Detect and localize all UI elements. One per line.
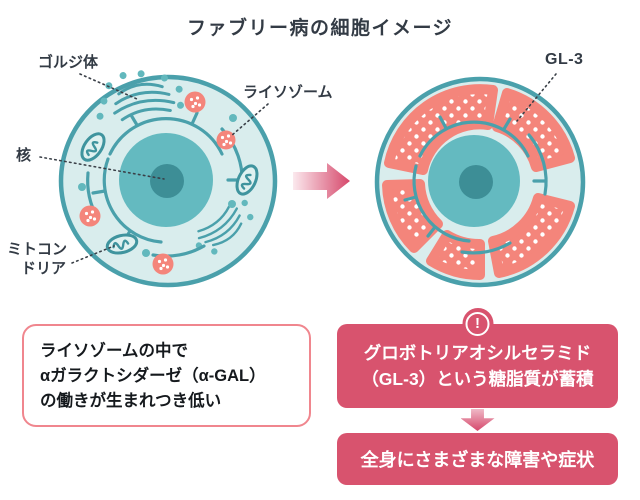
progression-arrow-icon [293, 163, 350, 199]
symptoms-box: 全身にさまざまな障害や症状 [337, 433, 618, 485]
golgi-label: ゴルジ体 [38, 54, 99, 71]
gl3-deposits [382, 84, 575, 280]
cell-diagram [39, 70, 586, 288]
endoplasmic-reticulum [86, 111, 244, 258]
lysosome [79, 205, 101, 227]
nucleus-leader-line [39, 156, 165, 180]
cause-note-box: ライソゾームの中で αガラクトシダーゼ（α-GAL） の働きが生まれつき低い [22, 324, 311, 427]
gl3-deposit [426, 230, 485, 280]
vesicle-dot [78, 183, 86, 191]
mitochondrion [80, 132, 106, 162]
gl3-leader-line [516, 73, 557, 122]
nucleus-label: 核 [16, 147, 32, 164]
mitochondria-label-line2: ドリア [21, 259, 67, 277]
vesicle-dot [142, 249, 150, 257]
lysosome [216, 130, 236, 150]
fabry-cell [374, 76, 586, 288]
accumulation-line2: （GL-3）という糖脂質が蓄積 [361, 369, 594, 389]
result-flow: ! グロボトリアオシルセラミド （GL-3）という糖脂質が蓄積 全身にさまざまな… [337, 308, 618, 485]
nucleolus [150, 164, 184, 198]
lysosome [184, 91, 206, 113]
mitochondria-label-line1: ミトコン [7, 241, 68, 258]
cause-note-line1: ライソゾームの中で [40, 342, 189, 360]
alert-icon: ! [462, 308, 493, 339]
down-arrow-icon [460, 409, 495, 431]
lysosome [152, 253, 174, 275]
gl3-label: GL-3 [545, 51, 584, 68]
gl3-deposit [382, 179, 443, 253]
gl3-deposit [488, 193, 575, 278]
cause-note-line2: αガラクトシダーゼ（α-GAL） [40, 366, 266, 385]
endoplasmic-reticulum [403, 115, 548, 255]
vesicle-dot [229, 114, 237, 122]
golgi-apparatus [195, 199, 254, 255]
mitochondrion [235, 164, 259, 196]
golgi-apparatus [96, 70, 185, 122]
vesicle-dot [228, 200, 236, 208]
mitochondria-label: ミトコン ドリア [7, 241, 67, 279]
nucleolus [459, 165, 493, 199]
normal-cell [58, 70, 278, 288]
lysosome-leader-line [230, 103, 269, 137]
lysosome-label: ライソゾーム [243, 84, 333, 101]
accumulation-box: ! グロボトリアオシルセラミド （GL-3）という糖脂質が蓄積 [337, 308, 618, 408]
gl3-deposit [384, 84, 498, 175]
cause-note-line3: の働きが生まれつき低い [40, 391, 222, 410]
golgi-leader-line [79, 73, 138, 100]
alert-exclamation: ! [465, 311, 490, 336]
accumulation-line1: グロボトリアオシルセラミド [363, 342, 592, 363]
mitochondrion [105, 233, 139, 255]
page-title: ファブリー病の細胞イメージ [186, 18, 454, 39]
